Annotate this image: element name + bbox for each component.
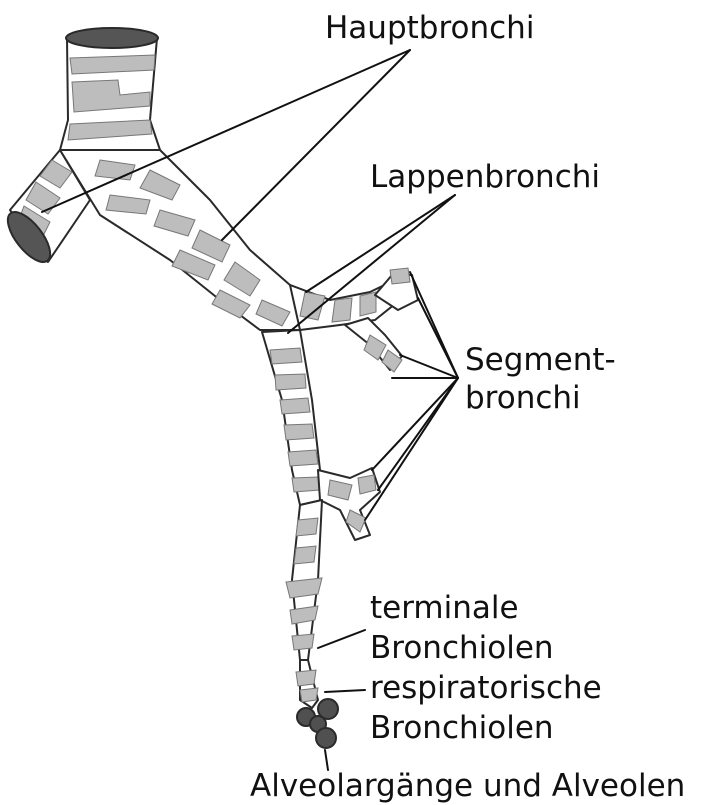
leader-terminal [318,630,365,648]
trachea [60,28,160,150]
lobar-bronchus-upper [290,268,418,372]
label-alveoli: Alveolargänge und Alveolen [250,768,685,804]
labels: Hauptbronchi Lappenbronchi Segment- bron… [250,10,685,804]
leader-segment-2 [418,298,458,378]
label-terminal-bronchioles-line2: Bronchiolen [370,630,554,666]
label-respiratory-bronchioles-line1: respiratorische [370,670,602,706]
leader-lobar-upper [306,195,455,292]
bronchial-tree-illustration [0,28,418,748]
label-segmental-bronchi-line2: bronchi [465,380,581,416]
label-lobar-bronchi: Lappenbronchi [370,159,600,195]
leader-segment-7 [365,378,458,520]
leader-respiratory [325,690,365,692]
label-respiratory-bronchioles-line2: Bronchiolen [370,710,554,746]
trachea-opening [66,28,158,48]
label-segmental-bronchi-line1: Segment- [465,342,616,378]
distal-bronchioles [286,500,322,708]
leader-alveoli [325,750,328,770]
main-bronchus-right [60,150,330,330]
leader-segment-5 [372,378,458,470]
alveoli-cluster [297,699,338,748]
label-terminal-bronchioles-line1: terminale [370,590,519,626]
label-main-bronchi: Hauptbronchi [325,10,534,46]
leader-main-bronchi-right [222,50,410,240]
